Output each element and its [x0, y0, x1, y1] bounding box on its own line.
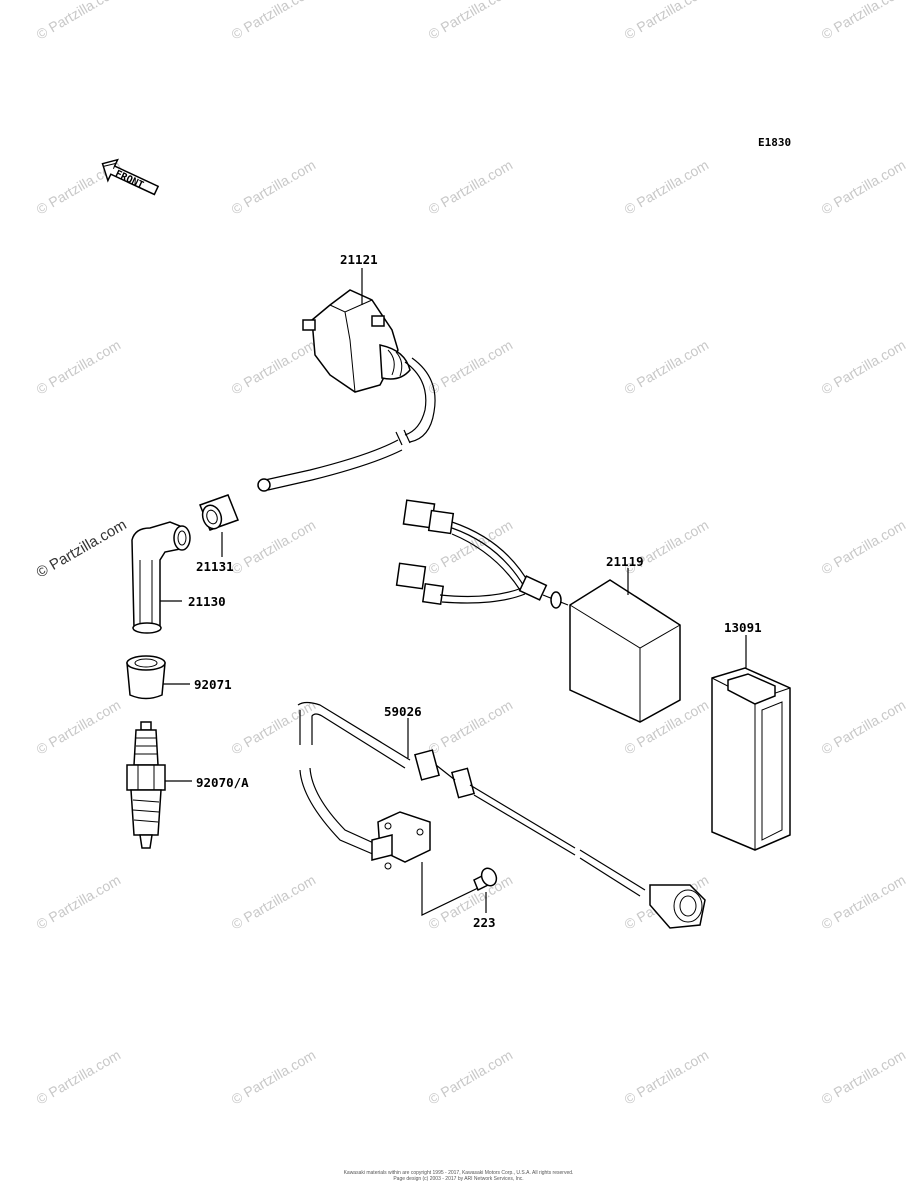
watermark: © Partzilla.com [819, 157, 909, 218]
part-number-21131[interactable]: 21131 [196, 559, 234, 574]
watermark: © Partzilla.com [34, 697, 124, 758]
watermark: © Partzilla.com [819, 0, 909, 43]
watermark: © Partzilla.com [622, 157, 712, 218]
watermark: © Partzilla.com [229, 517, 319, 578]
watermark: © Partzilla.com [819, 337, 909, 398]
watermark: © Partzilla.com [34, 0, 124, 43]
part-13091[interactable] [711, 667, 791, 851]
watermark: © Partzilla.com [426, 157, 516, 218]
part-number-13091[interactable]: 13091 [724, 620, 762, 635]
watermark: © Partzilla.com [622, 1047, 712, 1108]
watermark: © Partzilla.com [229, 872, 319, 933]
watermark: © Partzilla.com [229, 1047, 319, 1108]
cdi-unit-21119[interactable] [569, 579, 681, 723]
watermark: © Partzilla.com [426, 0, 516, 43]
part-number-92071[interactable]: 92071 [194, 677, 232, 692]
part-number-92070-a[interactable]: 92070/A [196, 775, 249, 790]
watermark: © Partzilla.com [622, 0, 712, 43]
watermark: © Partzilla.com [819, 1047, 909, 1108]
part-number-223[interactable]: 223 [473, 915, 496, 930]
watermark: © Partzilla.com [622, 337, 712, 398]
leader-223-bracket [421, 862, 479, 916]
part-number-21119[interactable]: 21119 [606, 554, 644, 569]
watermark: © Partzilla.com [426, 697, 516, 758]
watermark: © Partzilla.com [819, 872, 909, 933]
cap-21131[interactable] [199, 494, 239, 531]
watermark: © Partzilla.com [819, 697, 909, 758]
watermark-large: © Partzilla.com [34, 516, 130, 581]
watermark: © Partzilla.com [34, 872, 124, 933]
watermark: © Partzilla.com [229, 157, 319, 218]
watermark: © Partzilla.com [229, 337, 319, 398]
watermark: © Partzilla.com [34, 337, 124, 398]
plug-cap-21130[interactable] [131, 521, 191, 634]
part-number-21130[interactable]: 21130 [188, 594, 226, 609]
watermark: © Partzilla.com [34, 1047, 124, 1108]
footer-line-1: Kawasaki materials within are copyright … [343, 1170, 574, 1176]
footer-line-2: Page design (c) 2003 - 2017 by ARI Netwo… [393, 1176, 524, 1182]
screw-223[interactable] [473, 866, 499, 892]
watermark: © Partzilla.com [426, 872, 516, 933]
diagram-code: E1830 [758, 136, 791, 149]
copyright-footer: Kawasaki materials within are copyright … [0, 1170, 917, 1182]
spark-plug-92070-a[interactable] [126, 721, 166, 849]
pickup-coil-59026[interactable] [297, 701, 706, 929]
watermark: © Partzilla.com [819, 517, 909, 578]
watermark: © Partzilla.com [229, 697, 319, 758]
watermark: © Partzilla.com [229, 0, 319, 43]
part-number-59026[interactable]: 59026 [384, 704, 422, 719]
watermark: © Partzilla.com [426, 337, 516, 398]
cdi-harness [395, 499, 569, 609]
part-number-21121[interactable]: 21121 [340, 252, 378, 267]
coil-lead-cable [257, 357, 436, 492]
ignition-coil-21121[interactable] [302, 289, 411, 393]
boot-92071[interactable] [126, 655, 166, 700]
watermark: © Partzilla.com [426, 1047, 516, 1108]
